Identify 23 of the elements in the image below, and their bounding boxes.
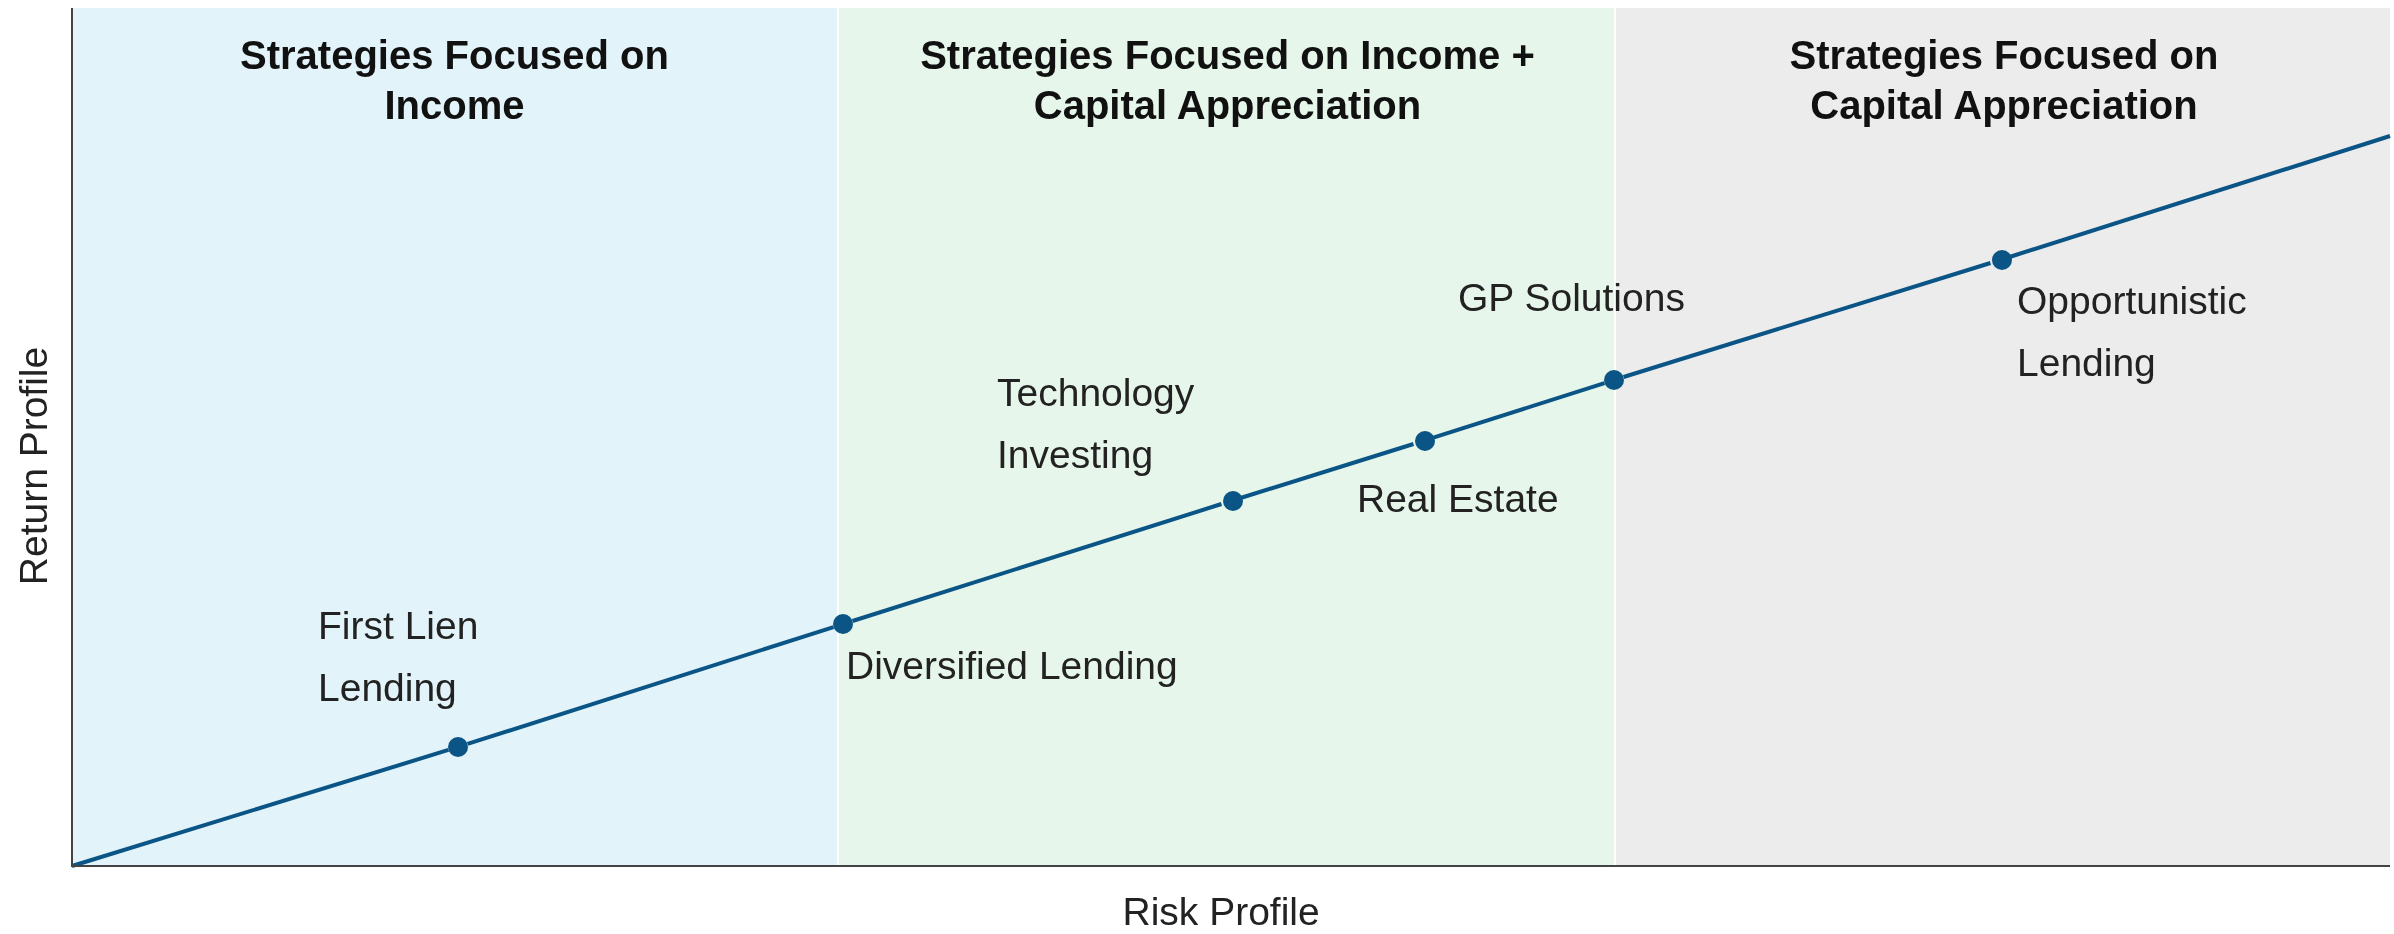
point-label: Opportunistic Lending [2017,278,2248,386]
trend-line [466,625,835,746]
point-label: First Lien Lending [318,603,480,711]
band-heading: Strategies Focused on Income + Capital Appreciation [919,32,1536,129]
axis-title: Risk Profile [1122,890,1320,934]
trend-line [1622,261,1992,379]
trend-line [71,748,450,868]
data-point-dot [1223,491,1243,511]
point-label: GP Solutions [1458,275,1686,321]
data-point-dot [1415,431,1435,451]
point-label: Diversified Lending [846,643,1179,689]
trend-line [2008,134,2391,259]
trend-line [1431,381,1606,440]
region-band [72,8,837,866]
band-heading: Strategies Focused on Capital Appreciation [1788,32,2220,129]
band-heading: Strategies Focused on Income [239,32,670,129]
axis-title: Return Profile [12,346,57,586]
trend-line [851,502,1223,623]
trend-line [1239,442,1415,500]
point-label: Technology Investing [997,370,1196,478]
data-point-dot [1992,250,2012,270]
point-label: Real Estate [1357,476,1560,522]
data-point-dot [448,737,468,757]
